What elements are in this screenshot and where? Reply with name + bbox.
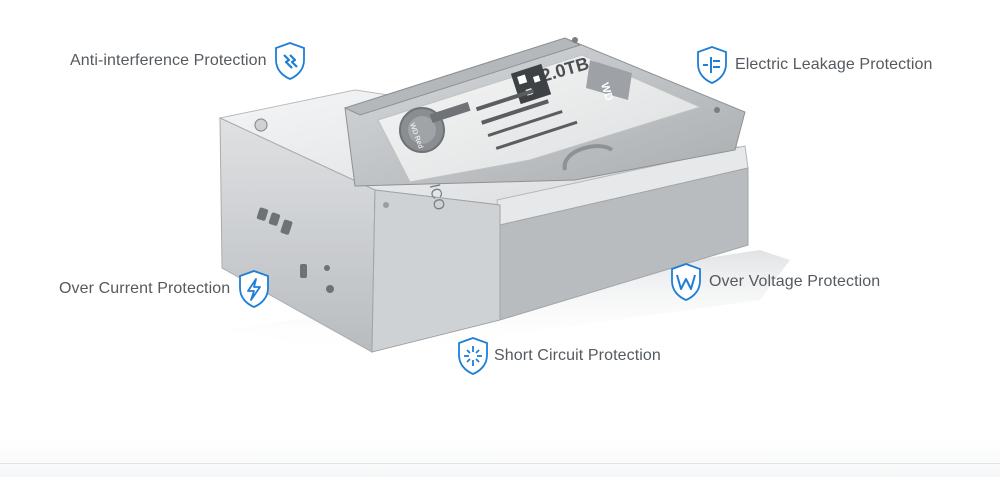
port-3 xyxy=(280,219,293,235)
hdd-screw-top xyxy=(572,37,578,43)
floor-line xyxy=(0,463,1000,464)
port-2 xyxy=(268,212,281,226)
feature-label: Electric Leakage Protection xyxy=(735,56,933,73)
feature-label: Short Circuit Protection xyxy=(494,347,661,364)
lightning-shield-icon xyxy=(235,268,273,310)
feature-anti-interference: Anti-interference Protection xyxy=(70,40,309,82)
dock-screw xyxy=(383,202,389,208)
dock-front-lower xyxy=(371,189,501,353)
voltage-w-shield-icon xyxy=(667,261,705,303)
spark-shield-icon xyxy=(454,335,492,377)
feature-label: Anti-interference Protection xyxy=(70,52,267,69)
signal-shield-icon xyxy=(271,40,309,82)
port-dc xyxy=(324,265,330,271)
floor-shadow xyxy=(0,440,1000,477)
hdd-barcodes xyxy=(475,88,578,150)
feature-over-voltage: Over Voltage Protection xyxy=(667,261,880,303)
feature-over-current: Over Current Protection xyxy=(59,268,273,310)
leakage-shield-icon xyxy=(693,44,731,86)
hdd-label-wd-block xyxy=(586,60,632,100)
port-led xyxy=(326,285,334,293)
dock-power-button xyxy=(254,118,268,132)
hdd-cert-logos xyxy=(429,102,471,123)
hdd-top-edge xyxy=(343,37,582,116)
feature-electric-leakage: Electric Leakage Protection xyxy=(693,44,932,86)
feature-label: Over Voltage Protection xyxy=(709,273,881,290)
hdd-handle xyxy=(562,144,614,171)
feature-short-circuit: Short Circuit Protection xyxy=(454,335,661,377)
hdd-brand: WD xyxy=(598,81,615,102)
hdd-screw-right xyxy=(714,107,720,113)
port-1 xyxy=(256,207,269,221)
feature-label: Over Current Protection xyxy=(59,280,231,297)
port-usb xyxy=(300,264,307,278)
